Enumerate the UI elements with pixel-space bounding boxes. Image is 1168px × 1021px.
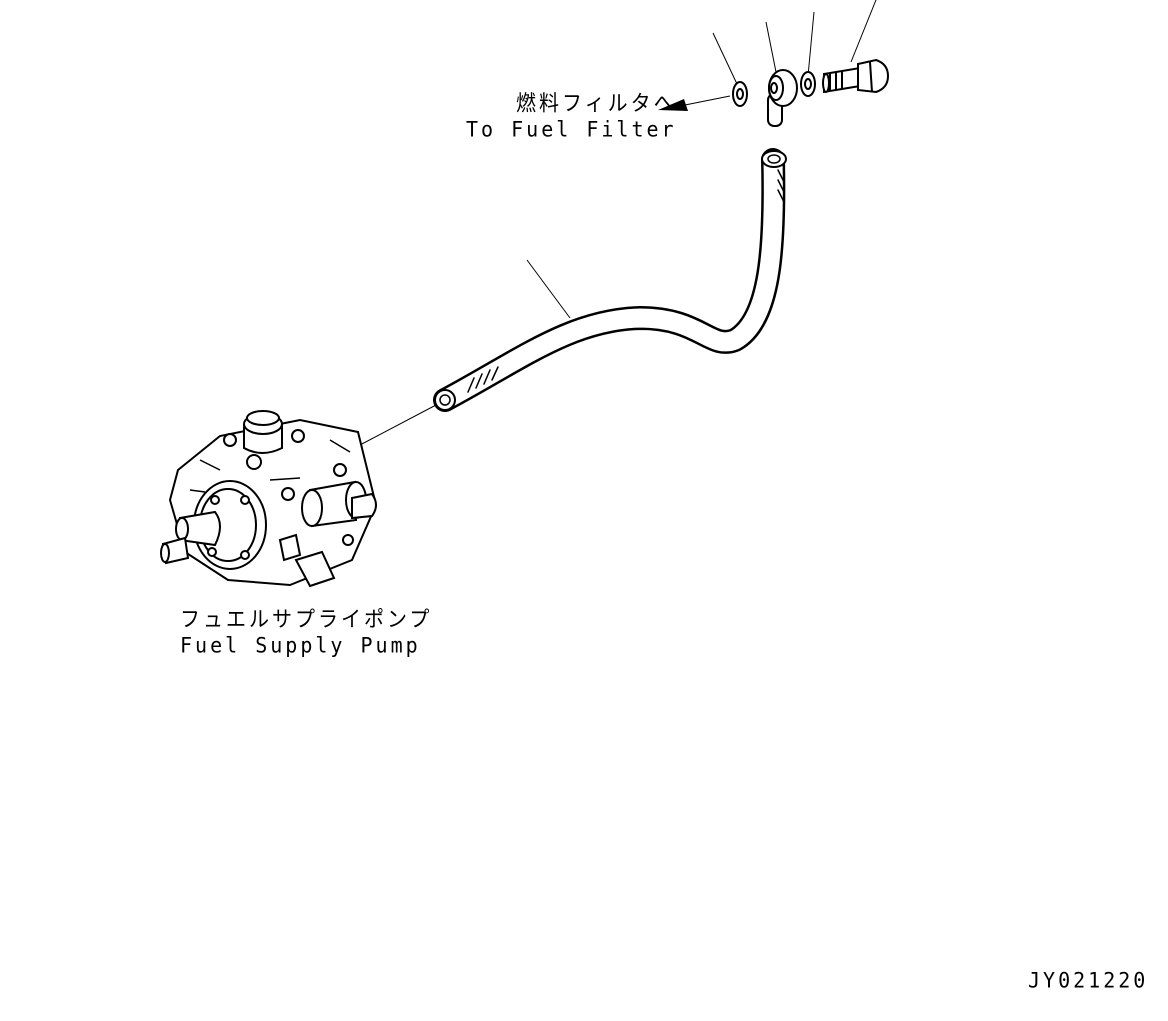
fuel-supply-pump-label: フュエルサプライポンプ Fuel Supply Pump — [180, 606, 432, 658]
to-fuel-filter-en: To Fuel Filter — [466, 116, 677, 142]
banjo-bolt — [822, 58, 890, 94]
arrow-to-filter — [658, 95, 731, 111]
fuel-hose — [433, 148, 787, 412]
to-fuel-filter-jp: 燃料フィルタへ — [515, 90, 677, 116]
washer-1 — [732, 81, 748, 107]
washer-2 — [800, 71, 816, 97]
fuel-supply-pump-jp: フュエルサプライポンプ — [180, 606, 433, 632]
to-fuel-filter-label: 燃料フィルタへ To Fuel Filter — [466, 90, 677, 142]
fuel-supply-pump — [160, 410, 378, 588]
leader-lines — [357, 0, 877, 447]
fuel-supply-pump-en: Fuel Supply Pump — [180, 632, 421, 658]
eye-joint — [767, 69, 798, 127]
drawing-code: JY021220 — [1028, 967, 1149, 993]
